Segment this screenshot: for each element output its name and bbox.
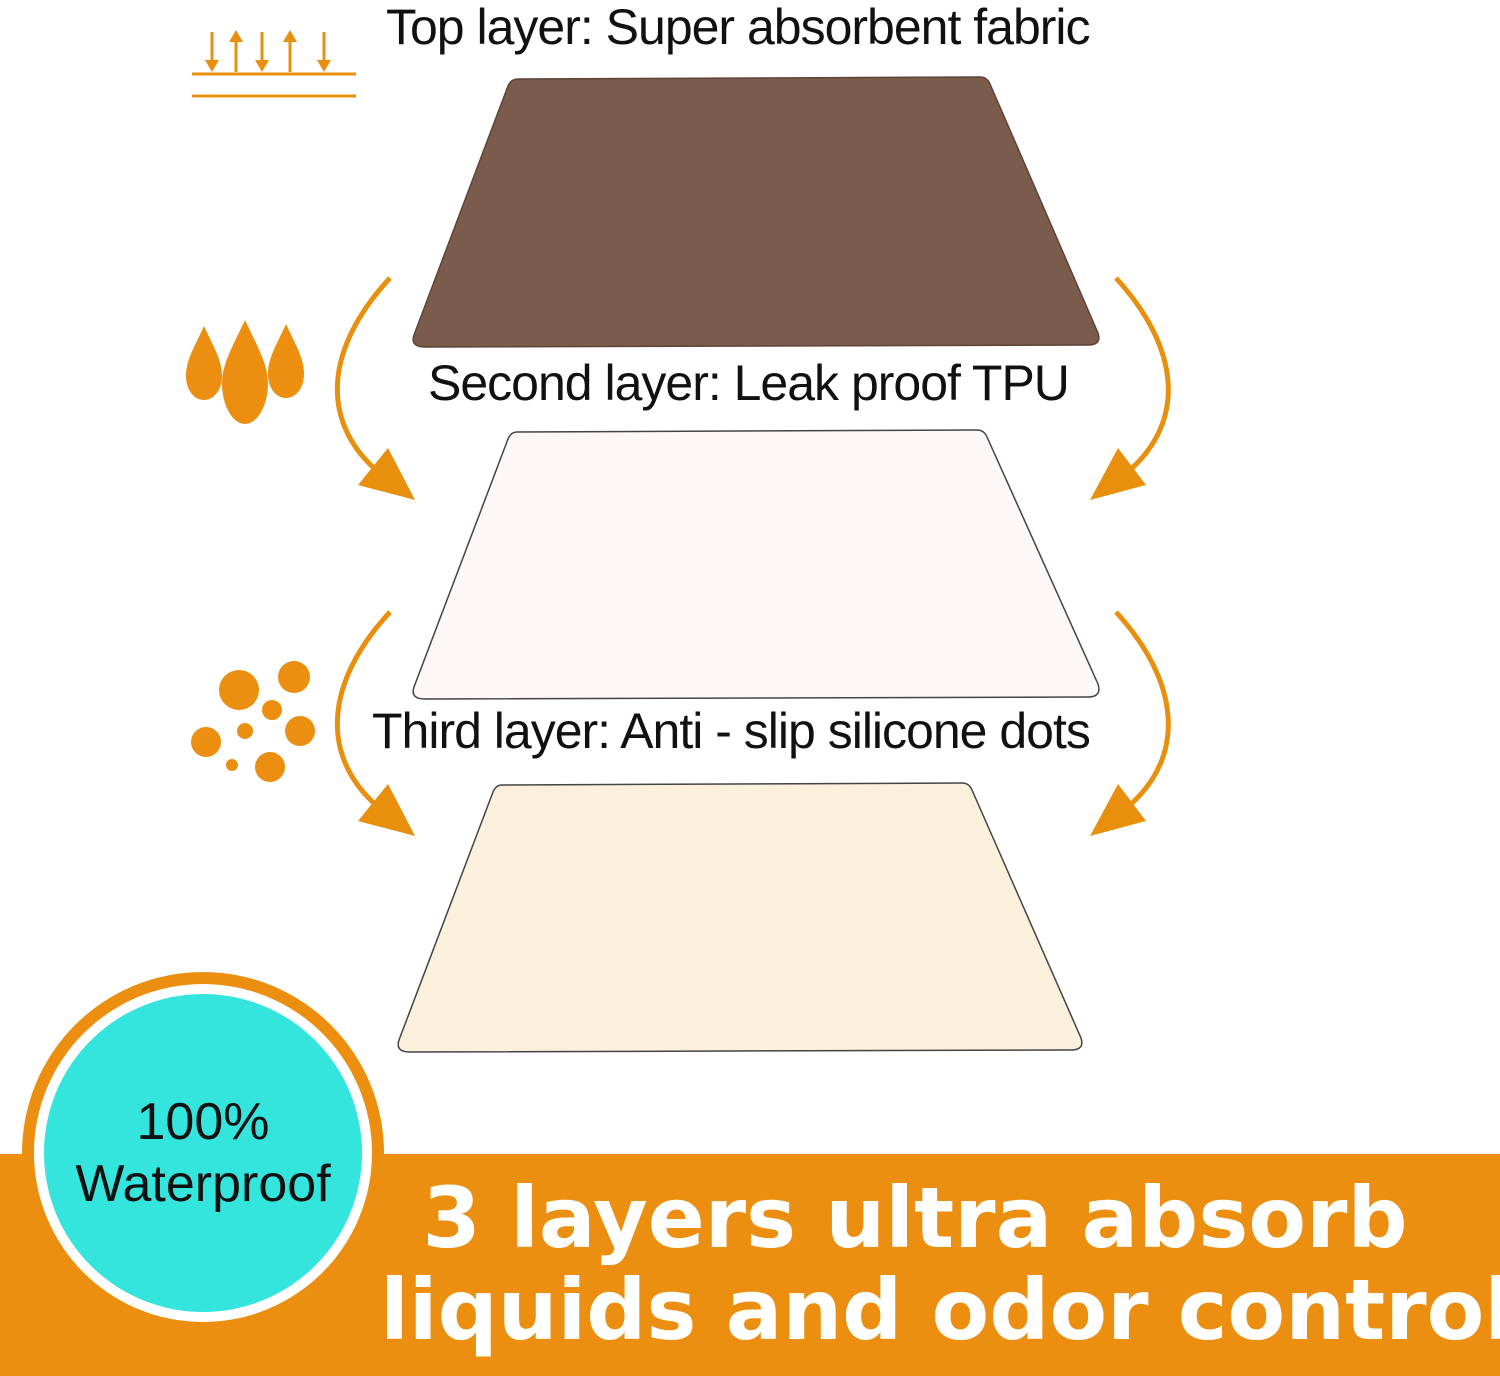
second-layer-label: Second layer: Leak proof TPU [428, 355, 1070, 411]
waterproof-badge: 100% Waterproof [44, 994, 362, 1312]
second-layer-slab [412, 429, 1100, 700]
right-arrow-upper [1090, 276, 1171, 500]
right-arrow-lower [1090, 610, 1171, 836]
absorb-arrows-icon [192, 30, 356, 98]
banner-line-1: 3 layers ultra absorb [422, 1169, 1408, 1267]
badge-line-2: Waterproof [75, 1155, 331, 1213]
silicone-dots-icon [191, 661, 315, 782]
top-layer-slab [412, 76, 1100, 348]
water-drops-icon [186, 320, 304, 424]
third-layer-slab [397, 782, 1083, 1053]
left-arrow-upper [334, 276, 415, 500]
third-layer-label: Third layer: Anti - slip silicone dots [372, 703, 1091, 759]
badge-line-1: 100% [136, 1092, 270, 1151]
left-arrow-lower [334, 610, 415, 836]
banner-line-2: liquids and odor control [380, 1261, 1500, 1359]
top-layer-label: Top layer: Super absorbent fabric [386, 0, 1091, 55]
